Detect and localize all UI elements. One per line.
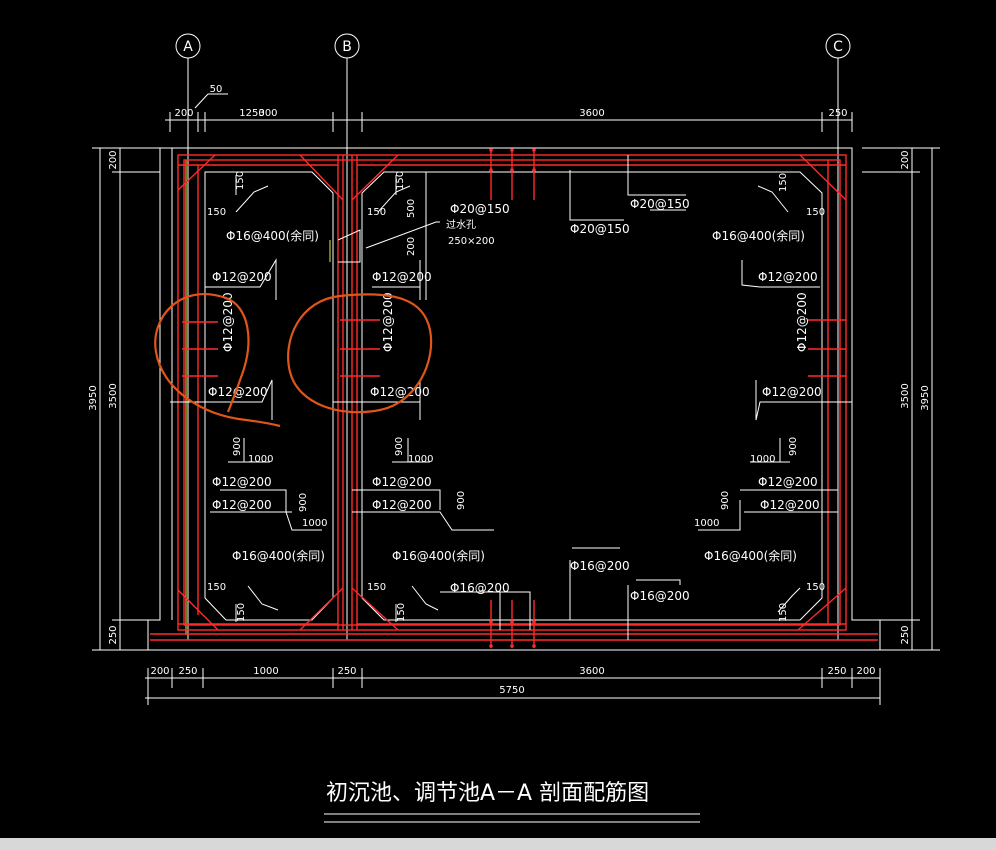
- dim-1000-center-right: 1000: [694, 518, 719, 529]
- dim-900-4: 900: [298, 493, 309, 512]
- bottom-dim-200-left: 200: [150, 666, 169, 677]
- left-dim-3500: 3500: [108, 383, 119, 408]
- top-dim-200: 200: [174, 108, 193, 119]
- rebar-annotations: Φ16@400(余同) Φ16@400(余同) Φ16@400(余同) Φ16@…: [207, 171, 825, 622]
- note-p12-200-10: Φ12@200: [212, 498, 272, 512]
- note-p12-200-v2: Φ12@200: [381, 292, 395, 352]
- dim-150-1: 150: [235, 171, 246, 190]
- dim-1000-3: 1000: [750, 454, 775, 465]
- axis-label-c: C: [833, 39, 843, 55]
- left-dimension-chain: 200 3500 3950 250: [88, 147, 160, 651]
- bottom-dim-3600: 3600: [579, 666, 604, 677]
- dim-900-3: 900: [788, 437, 799, 456]
- dim-1000-1: 1000: [248, 454, 273, 465]
- note-p16-400-tl: Φ16@400(余同): [226, 228, 319, 243]
- drawing-title: 初沉池、调节池A－A 剖面配筋图: [326, 781, 649, 806]
- bottom-dim-250-right: 250: [827, 666, 846, 677]
- bottom-dim-1000: 1000: [253, 666, 278, 677]
- right-dim-3950: 3950: [920, 385, 931, 410]
- concrete-outline: [147, 147, 881, 651]
- note-p12-200-6: Φ12@200: [762, 385, 822, 399]
- note-p16-400-tr: Φ16@400(余同): [712, 228, 805, 243]
- dim-150-5: 150: [778, 173, 789, 192]
- axis-label-a: A: [183, 39, 193, 55]
- left-dim-200: 200: [108, 150, 119, 169]
- right-dimension-chain: 200 3500 3950 250: [862, 147, 940, 651]
- top-dim-3600: 3600: [579, 108, 604, 119]
- dim-150-7: 150: [207, 582, 226, 593]
- markup-circle-left: [154, 292, 281, 428]
- note-p16-200-c: Φ16@200: [630, 589, 690, 603]
- right-dim-250: 250: [900, 625, 911, 644]
- rebar-detail-lines: [170, 155, 852, 640]
- dim-1000-2: 1000: [408, 454, 433, 465]
- left-dim-3950: 3950: [88, 385, 99, 410]
- right-dim-3500: 3500: [900, 383, 911, 408]
- dim-150-11: 150: [806, 582, 825, 593]
- right-dim-200: 200: [900, 150, 911, 169]
- note-p12-200-3: Φ12@200: [758, 270, 818, 284]
- note-p16-200-a: Φ16@200: [570, 559, 630, 573]
- dim-150-6: 150: [806, 207, 825, 218]
- note-p16-200-b: Φ16@200: [450, 581, 510, 595]
- dim-150-10: 150: [396, 603, 407, 622]
- dim-200-hole: 200: [406, 237, 417, 256]
- horizontal-scrollbar[interactable]: [0, 838, 996, 850]
- note-p12-200-1: Φ12@200: [212, 270, 272, 284]
- dim-900-1: 900: [232, 437, 243, 456]
- note-p12-200-v3: Φ12@200: [795, 292, 809, 352]
- dim-150-3: 150: [395, 171, 406, 190]
- dim-150-12: 150: [778, 603, 789, 622]
- note-p12-200-2: Φ12@200: [372, 270, 432, 284]
- rebar-layout: [150, 148, 878, 648]
- note-p20-150-a: Φ20@150: [450, 202, 510, 216]
- dim-900-center: 900: [456, 491, 467, 510]
- bottom-dim-250-left: 250: [178, 666, 197, 677]
- left-dim-250: 250: [108, 625, 119, 644]
- bottom-dim-total: 5750: [499, 685, 524, 696]
- bottom-dimension-chain: 200 250 1000 250 3600 250 200 5750: [145, 666, 881, 705]
- markup-circle-middle: [287, 293, 433, 414]
- dim-150-9: 150: [367, 582, 386, 593]
- note-hole: 过水孔: [446, 218, 476, 231]
- note-p12-200-9: Φ12@200: [758, 475, 818, 489]
- note-p12-200-v1: Φ12@200: [221, 292, 235, 352]
- bottom-dim-250-mid: 250: [337, 666, 356, 677]
- note-p16-400-bm: Φ16@400(余同): [392, 548, 485, 563]
- markup-circles: [154, 292, 433, 428]
- axis-label-b: B: [342, 39, 352, 55]
- note-p16-400-bl: Φ16@400(余同): [232, 548, 325, 563]
- dim-150-8: 150: [236, 603, 247, 622]
- dim-900-center-right: 900: [720, 491, 731, 510]
- note-p20-150-c: Φ20@150: [630, 197, 690, 211]
- dim-900-2: 900: [394, 437, 405, 456]
- note-hole-size: 250×200: [448, 236, 495, 247]
- note-p12-200-11: Φ12@200: [372, 498, 432, 512]
- dim-500: 500: [406, 199, 417, 218]
- note-p16-400-br: Φ16@400(余同): [704, 548, 797, 563]
- top-dimension-chain: 200 50 1250 300 3600 250: [165, 84, 853, 132]
- note-p20-150-b: Φ20@150: [570, 222, 630, 236]
- dim-1000-4: 1000: [302, 518, 327, 529]
- drawing-title-block: 初沉池、调节池A－A 剖面配筋图: [324, 781, 700, 823]
- top-dim-300: 300: [258, 108, 277, 119]
- dim-150-2: 150: [207, 207, 226, 218]
- top-dim-250: 250: [828, 108, 847, 119]
- bottom-dim-200-right: 200: [856, 666, 875, 677]
- dim-150-4: 150: [367, 207, 386, 218]
- note-p12-200-7: Φ12@200: [212, 475, 272, 489]
- note-p12-200-4: Φ12@200: [208, 385, 268, 399]
- top-dim-50: 50: [210, 84, 223, 95]
- note-p12-200-5: Φ12@200: [370, 385, 430, 399]
- note-p12-200-12: Φ12@200: [760, 498, 820, 512]
- top-dim-1250: 1250: [239, 108, 264, 119]
- note-p12-200-8: Φ12@200: [372, 475, 432, 489]
